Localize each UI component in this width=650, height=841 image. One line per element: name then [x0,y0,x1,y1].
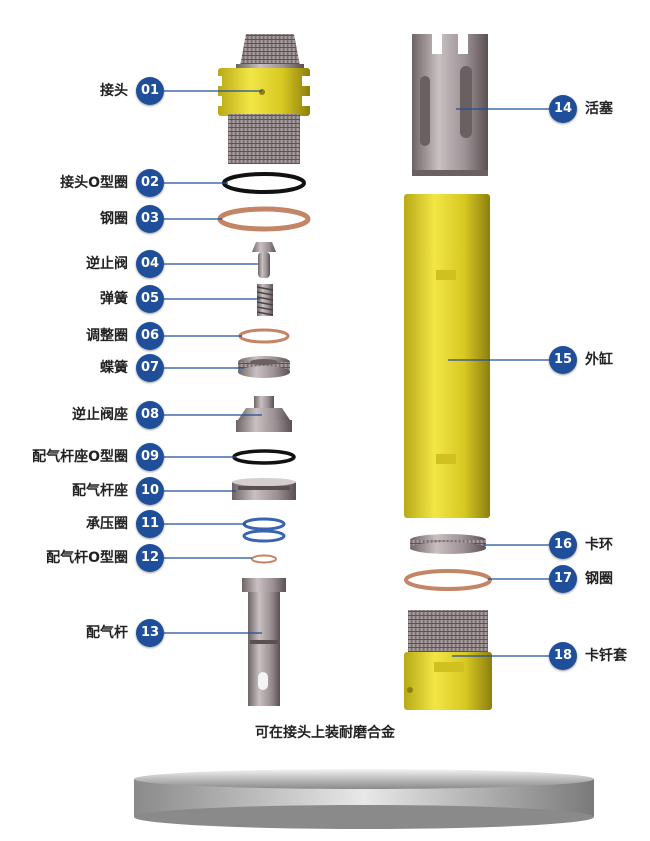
part-14-piston [412,34,488,176]
part-number-badge: 18 [549,642,577,670]
part-07-disc-spring [238,356,290,378]
part-name-label: 钢圈 [585,571,613,587]
part-name-label: 接头 [100,83,128,99]
part-number-badge: 05 [136,285,164,313]
caption: 可在接头上装耐磨合金 [255,725,395,741]
part-11-pressure-rings [242,517,286,543]
part-number-badge: 07 [136,354,164,382]
leader-lines [164,90,549,657]
part-05-spring [256,284,274,316]
part-04-check-valve [252,242,276,278]
part-18-chuck [404,610,492,710]
part-09-oring [232,449,296,465]
part-name-label: 钢圈 [100,211,128,227]
part-number-badge: 17 [549,565,577,593]
part-15-outer-barrel [404,194,490,518]
part-number-badge: 10 [136,477,164,505]
part-name-label: 配气杆座 [72,483,128,499]
part-name-label: 弹簧 [100,291,128,307]
part-number-badge: 06 [136,322,164,350]
part-01-top-sub [214,34,310,164]
part-number-badge: 16 [549,531,577,559]
part-number-badge: 08 [136,401,164,429]
part-number-badge: 15 [549,346,577,374]
part-number-badge: 01 [136,77,164,105]
part-name-label: 蝶簧 [100,360,128,376]
part-number-badge: 11 [136,510,164,538]
part-number-badge: 04 [136,250,164,278]
part-name-label: 配气杆座O型圈 [32,449,128,465]
part-name-label: 活塞 [585,101,613,117]
part-number-badge: 14 [549,95,577,123]
part-08-valve-seat [236,396,292,432]
part-name-label: 逆止阀 [86,256,128,272]
part-name-label: 逆止阀座 [72,407,128,423]
part-02-oring [222,172,306,194]
part-name-label: 卡钎套 [585,648,627,664]
part-12-oring [251,554,277,564]
part-10-distributor-seat [232,478,296,500]
part-name-label: 外缸 [585,352,613,368]
part-17-steel-ring [404,569,492,591]
part-number-badge: 13 [136,619,164,647]
part-03-steel-ring [217,206,311,232]
part-name-label: 调整圈 [86,328,128,344]
part-name-label: 配气杆 [86,625,128,641]
part-06-adjust-ring [238,328,290,344]
part-16-retaining-ring [410,534,486,554]
part-number-badge: 12 [136,544,164,572]
part-name-label: 承压圈 [86,516,128,532]
part-13-distributor-rod [242,578,286,706]
part-number-badge: 02 [136,169,164,197]
part-name-label: 配气杆O型圈 [46,550,128,566]
part-name-label: 接头O型圈 [60,175,128,191]
part-number-badge: 03 [136,205,164,233]
display-pedestal [134,769,594,829]
part-name-label: 卡环 [585,537,613,553]
part-number-badge: 09 [136,443,164,471]
